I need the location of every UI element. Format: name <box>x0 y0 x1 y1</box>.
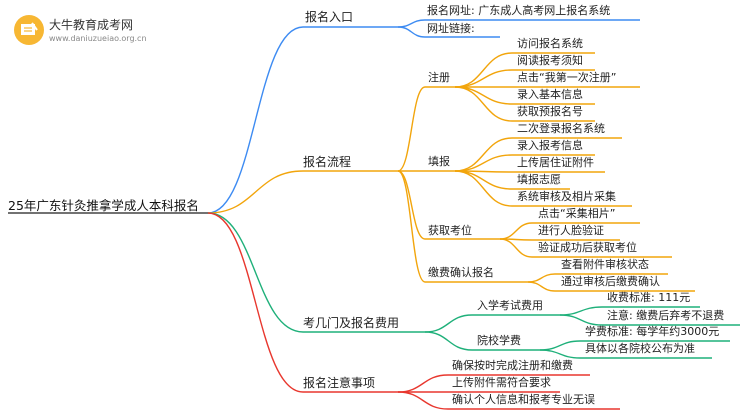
site-logo: 大牛教育成考网 www.daniuzueiao.org.cn <box>14 13 147 47</box>
seat-item: 点击“采集相片” <box>538 207 616 220</box>
exam-fee-item: 注意: 缴费后弃考不退费 <box>607 309 725 322</box>
step-register: 注册 <box>428 71 450 84</box>
note-item: 确保按时完成注册和缴费 <box>452 359 573 372</box>
step-fill: 填报 <box>428 155 450 168</box>
connector-register <box>397 86 426 172</box>
step-seat: 获取考位 <box>428 224 472 237</box>
connector-tuition-item <box>539 349 581 359</box>
fee-tuition: 院校学费 <box>477 334 521 347</box>
pay-item: 查看附件审核状态 <box>561 258 649 271</box>
connector-fill-item <box>454 154 513 172</box>
connector-register-item <box>454 69 513 88</box>
branch-entry: 报名入口 <box>305 10 354 24</box>
connector-fill-item <box>454 170 513 190</box>
connector-exam-fee-item <box>559 314 603 326</box>
logo-url: www.daniuzueiao.org.cn <box>49 34 147 43</box>
connector-note-item <box>397 391 449 410</box>
connector-fees <box>207 212 304 333</box>
connector-note-item <box>397 374 449 393</box>
connector-fill-item <box>454 137 513 172</box>
fill-item: 录入报考信息 <box>517 139 583 152</box>
connector-seat-item <box>499 238 533 258</box>
pay-item: 通过审核后缴费确认 <box>561 275 660 288</box>
root-node: 25年广东针灸推拿学成人本科报名 <box>8 198 199 213</box>
exam-fee-item: 收费标准: 111元 <box>607 291 691 304</box>
connector-tuition-item <box>539 340 581 351</box>
seat-item: 进行人脸验证 <box>538 224 604 237</box>
connector-seat-item <box>499 222 533 240</box>
branch-fees: 考几门及报名费用 <box>303 316 400 330</box>
note-item: 上传附件需符合要求 <box>452 376 551 389</box>
connector-register-item <box>454 86 513 105</box>
step-pay: 缴费确认报名 <box>428 266 494 279</box>
connector-pay <box>397 170 426 283</box>
fill-item: 二次登录报名系统 <box>517 122 605 135</box>
connector-pay-item <box>527 273 556 283</box>
connector-entry-website <box>397 19 426 28</box>
connector-process <box>207 170 304 214</box>
register-item: 点击“我第一次注册” <box>517 71 617 84</box>
connector-entry <box>207 26 304 214</box>
connector-seat <box>397 170 426 240</box>
register-item: 获取预报名号 <box>517 105 583 118</box>
connector-fill-item <box>454 170 513 207</box>
connector-pay-item <box>527 281 556 292</box>
branch-process: 报名流程 <box>303 155 352 169</box>
logo-name: 大牛教育成考网 <box>49 18 134 32</box>
connector-notes <box>207 212 304 393</box>
fill-item: 上传居住证附件 <box>517 156 594 169</box>
branch-notes: 报名注意事项 <box>303 376 376 390</box>
entry-link: 网址链接: <box>427 22 475 35</box>
connector-exam-fee-item <box>559 306 603 316</box>
connector-entry-link <box>397 26 426 38</box>
fill-item: 填报志愿 <box>517 173 561 186</box>
note-item: 确认个人信息和报考专业无误 <box>452 393 595 406</box>
fill-item: 系统审核及相片采集 <box>517 190 616 203</box>
tuition-item: 具体以各院校公布为准 <box>585 342 695 355</box>
book-pencil-icon <box>14 15 44 45</box>
register-item: 访问报名系统 <box>517 37 583 50</box>
register-item: 阅读报考须知 <box>517 54 583 67</box>
connector-register-item <box>454 86 513 122</box>
connector-fee-tuition <box>424 331 473 351</box>
seat-item: 验证成功后获取考位 <box>538 241 637 254</box>
fee-exam: 入学考试费用 <box>477 299 543 312</box>
connector-fee-exam <box>424 314 473 333</box>
entry-website: 报名网址: 广东成人高考网上报名系统 <box>427 4 611 17</box>
tuition-item: 学费标准: 每学年约3000元 <box>585 325 720 338</box>
register-item: 录入基本信息 <box>517 88 583 101</box>
